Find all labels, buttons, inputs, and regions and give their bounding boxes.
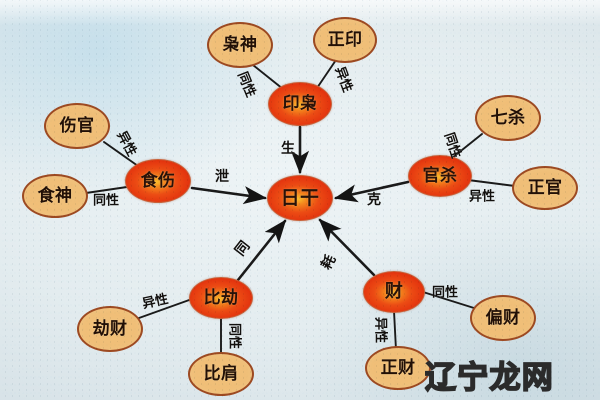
edge-shishang-rigan	[190, 186, 268, 205]
edge-label-piancai-cai: 同性	[431, 285, 459, 301]
edge-label-guansha-rigan: 克	[367, 192, 381, 208]
node-qisha[interactable]: 七杀	[475, 95, 541, 141]
node-label-cai: 财	[384, 281, 404, 302]
node-label-zhengcai: 正财	[380, 357, 416, 378]
node-label-bijian: 比肩	[203, 363, 239, 384]
node-label-zhengguan: 正官	[527, 177, 563, 198]
node-label-zhengyin: 正印	[327, 29, 363, 50]
node-zhengcai[interactable]: 正财	[365, 346, 431, 390]
node-jiecai[interactable]: 劫财	[77, 306, 143, 352]
node-rigan[interactable]: 日干	[267, 175, 333, 221]
node-shishen[interactable]: 食神	[22, 174, 88, 218]
node-yinxiao[interactable]: 印枭	[268, 82, 332, 126]
node-label-shishang: 食伤	[140, 170, 176, 191]
edge-label-yinxiao-rigan: 生	[281, 141, 295, 157]
node-label-bijie: 比劫	[203, 287, 239, 308]
edge-label-zhengguan-guansha: 异性	[468, 189, 496, 205]
node-bijian[interactable]: 比肩	[188, 352, 254, 396]
node-label-piancai: 偏财	[485, 307, 521, 328]
node-piancai[interactable]: 偏财	[470, 295, 536, 341]
watermark: 辽宁龙网	[424, 359, 554, 397]
node-label-guansha: 官杀	[422, 165, 458, 186]
node-label-yinxiao: 印枭	[282, 93, 318, 114]
edge-zhengcai-cai	[393, 310, 397, 351]
node-label-xiaoshen: 枭神	[222, 34, 258, 55]
edge-label-shishen-shishang: 同性	[92, 193, 120, 209]
node-label-jiecai: 劫财	[92, 318, 128, 339]
node-guansha[interactable]: 官杀	[408, 155, 472, 197]
node-bijie[interactable]: 比劫	[189, 277, 253, 319]
node-label-rigan: 日干	[280, 186, 320, 209]
node-zhengyin[interactable]: 正印	[313, 17, 377, 63]
node-label-shishen: 食神	[37, 185, 73, 206]
edge-label-zhengcai-cai: 异性	[372, 316, 388, 344]
node-shangguan[interactable]: 伤官	[44, 103, 110, 149]
edge-label-shishang-rigan: 泄	[215, 169, 229, 185]
node-label-qisha: 七杀	[490, 107, 526, 128]
node-shishang[interactable]: 食伤	[125, 159, 191, 203]
node-cai[interactable]: 财	[363, 271, 425, 313]
node-label-shangguan: 伤官	[59, 115, 95, 136]
edge-label-bijian-bijie: 同性	[226, 322, 242, 350]
node-zhengguan[interactable]: 正官	[512, 166, 578, 210]
node-xiaoshen[interactable]: 枭神	[207, 22, 273, 68]
